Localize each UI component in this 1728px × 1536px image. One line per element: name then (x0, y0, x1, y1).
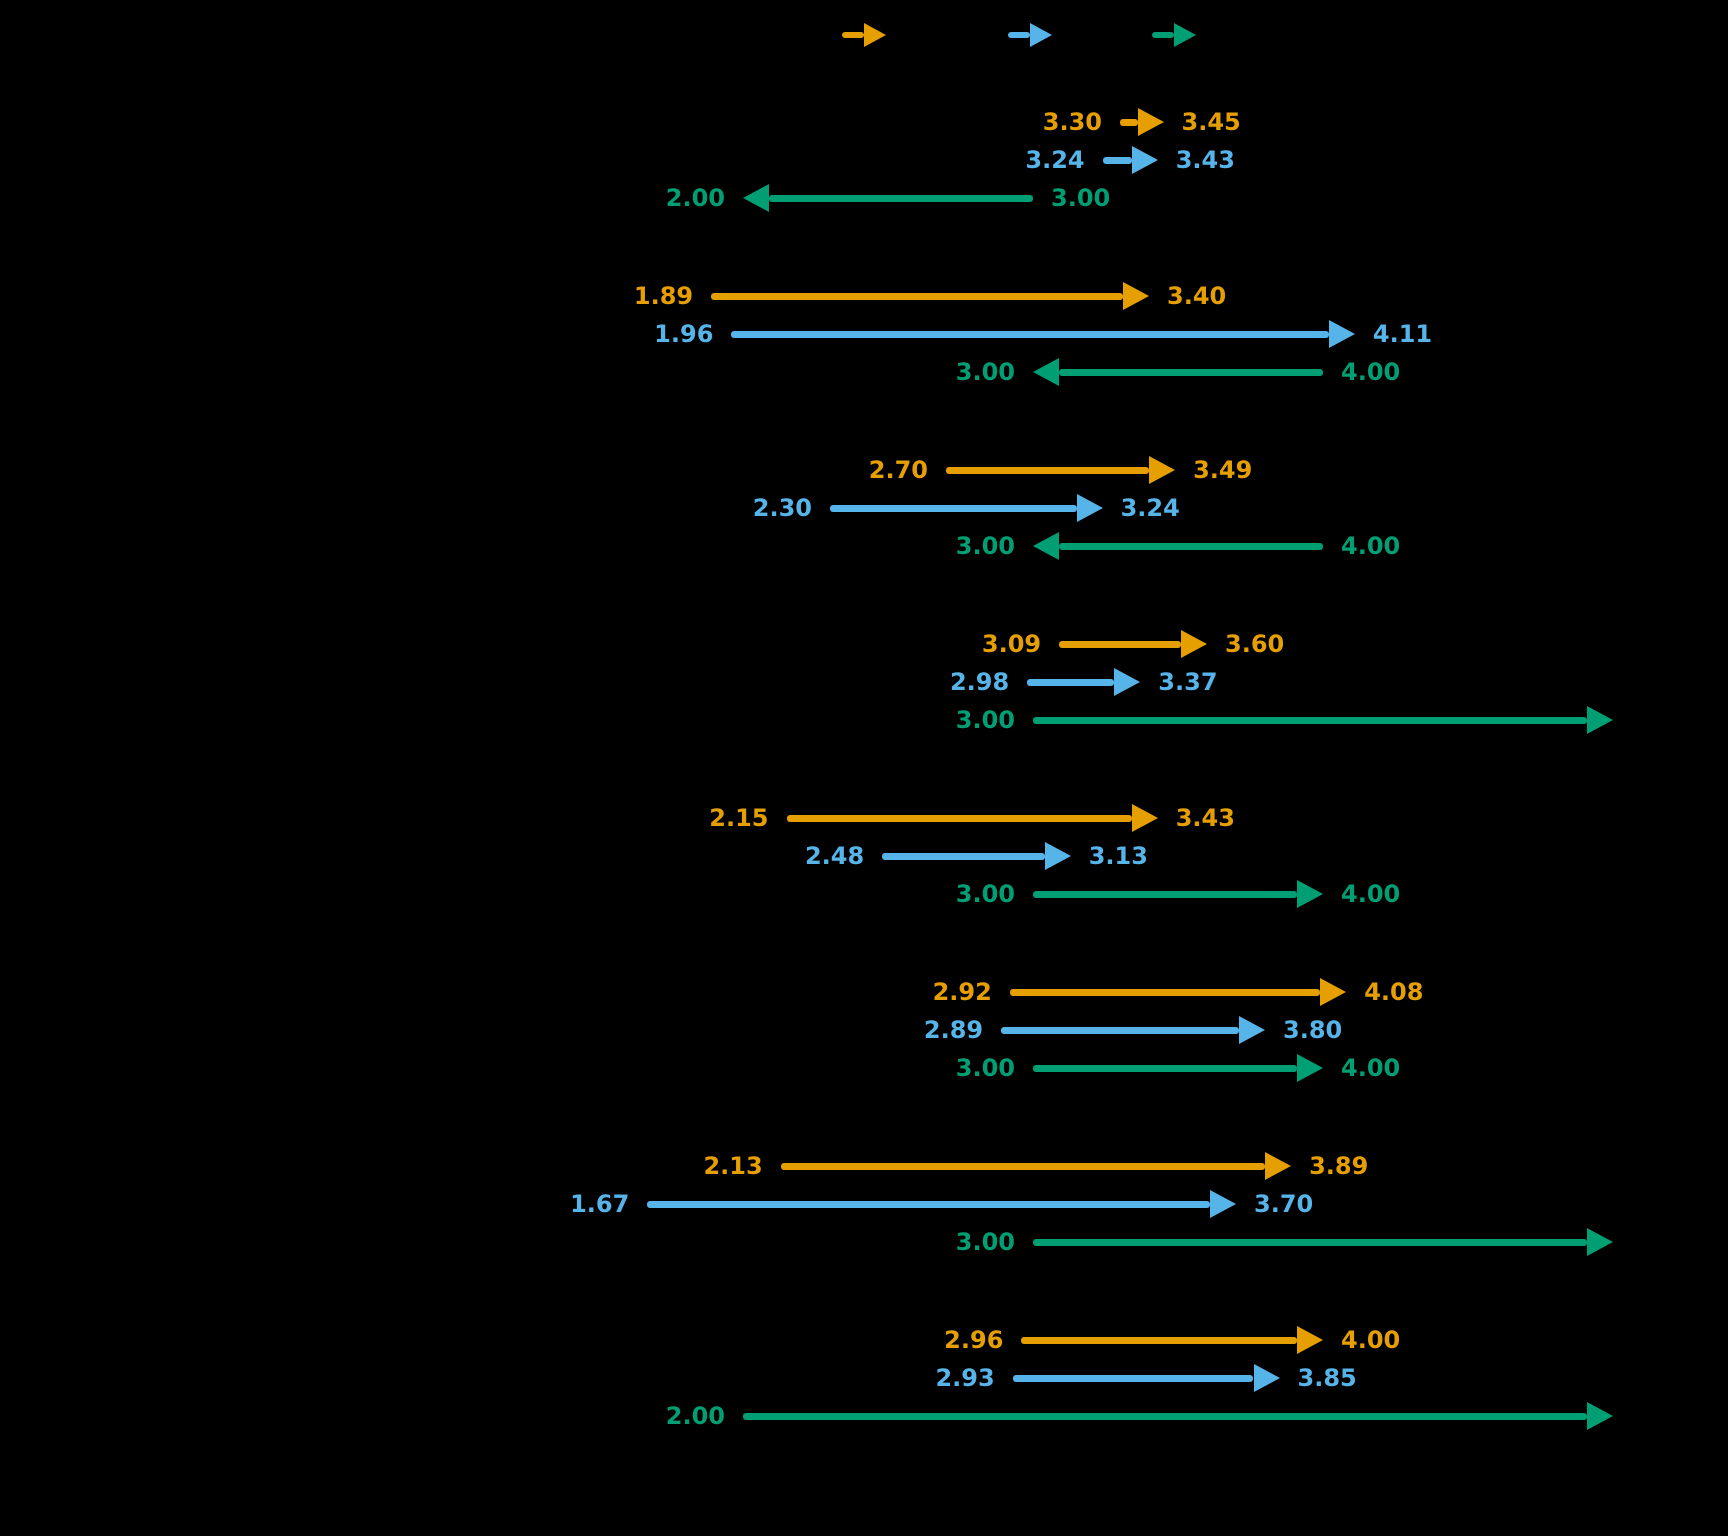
trend-arrow-g6-green-series-end-value-label: 4.00 (1341, 1054, 1401, 1082)
trend-arrow-g3-green-series-end-value-label: 3.00 (955, 532, 1015, 560)
trend-arrow-g8-green-series-head (1587, 1402, 1613, 1430)
trend-arrow-g8-orange-series-end-value-label: 4.00 (1341, 1326, 1401, 1354)
trend-arrow-g8-blue-series-head (1253, 1364, 1280, 1392)
legend-arrow-icon-orange-series-head (864, 23, 886, 47)
trend-arrow-g1-orange-series-start-value-label: 3.30 (1042, 108, 1102, 136)
trend-arrow-g4-blue-series-shaft (1027, 678, 1115, 686)
trend-arrow-g3-orange-series-shaft (946, 466, 1150, 474)
trend-arrow-g2-orange-series-end-value-label: 3.40 (1167, 282, 1227, 310)
trend-arrow-g4-orange-series-start-value-label: 3.09 (981, 630, 1042, 658)
trend-arrow-g5-green-series-end-value-label: 4.00 (1341, 880, 1401, 908)
trend-arrow-g4-green-series-head (1587, 706, 1613, 734)
trend-arrow-g4-blue-series-start-value-label: 2.98 (949, 668, 1010, 696)
trend-arrow-g5-orange-series-end-value-label: 3.43 (1175, 804, 1235, 832)
trend-arrow-g6-green-series-shaft (1033, 1064, 1297, 1072)
trend-arrow-g2-green-series-start-value-label: 4.00 (1341, 358, 1401, 386)
trend-arrow-g7-blue-series-shaft (647, 1200, 1210, 1208)
trend-arrow-g3-green-series-start-value-label: 4.00 (1341, 532, 1401, 560)
trend-arrow-g3-blue-series-shaft (830, 504, 1077, 512)
trend-arrow-g3-blue-series-head (1076, 494, 1103, 522)
trend-arrow-g4-green-series-shaft (1033, 716, 1587, 724)
legend-arrow-icon-blue-series-head (1030, 23, 1052, 47)
trend-arrow-g8-blue-series-end-value-label: 3.85 (1297, 1364, 1357, 1392)
trend-arrow-g8-green-series-start-value-label: 2.00 (665, 1402, 725, 1430)
trend-arrow-g6-blue-series-end-value-label: 3.80 (1283, 1016, 1343, 1044)
trend-arrow-g5-green-series-head (1297, 880, 1323, 908)
trend-arrow-g6-green-series-start-value-label: 3.00 (955, 1054, 1015, 1082)
trend-arrow-g5-orange-series-shaft (786, 814, 1132, 822)
trend-arrow-g1-green-series-start-value-label: 3.00 (1051, 184, 1111, 212)
trend-arrow-g5-blue-series-shaft (882, 852, 1045, 860)
trend-arrow-g7-blue-series-start-value-label: 1.67 (570, 1190, 630, 1218)
trend-arrow-g4-orange-series-head (1181, 630, 1207, 658)
trend-arrow-g1-orange-series-end-value-label: 3.45 (1181, 108, 1241, 136)
trend-arrow-g2-orange-series-start-value-label: 1.89 (633, 282, 694, 310)
trend-arrow-g7-orange-series-shaft (780, 1162, 1266, 1170)
trend-arrow-g2-green-series-head (1033, 358, 1059, 386)
trend-arrow-g5-green-series-shaft (1033, 890, 1297, 898)
trend-arrow-g5-green-series-start-value-label: 3.00 (955, 880, 1015, 908)
trend-arrow-g8-orange-series-start-value-label: 2.96 (944, 1326, 1004, 1354)
trend-arrow-g8-orange-series-head (1297, 1326, 1323, 1354)
trend-arrow-g6-orange-series-end-value-label: 4.08 (1364, 978, 1424, 1006)
trend-arrow-g4-blue-series-head (1114, 668, 1141, 696)
trend-arrow-g6-green-series-head (1297, 1054, 1323, 1082)
trend-arrow-g8-blue-series-shaft (1012, 1374, 1254, 1382)
trend-arrow-g3-blue-series-start-value-label: 2.30 (752, 494, 812, 522)
trend-arrow-g2-blue-series-shaft (731, 330, 1329, 338)
trend-arrow-g2-green-series-end-value-label: 3.00 (955, 358, 1015, 386)
trend-arrow-g6-blue-series-shaft (1001, 1026, 1239, 1034)
trend-arrow-g1-orange-series-shaft (1120, 118, 1138, 126)
trend-arrow-g4-blue-series-end-value-label: 3.37 (1158, 668, 1218, 696)
trend-arrow-g5-orange-series-start-value-label: 2.15 (709, 804, 769, 832)
trend-arrow-g2-orange-series-shaft (711, 292, 1123, 300)
trend-arrow-g2-blue-series-head (1328, 320, 1355, 348)
trend-arrow-g4-orange-series-end-value-label: 3.60 (1225, 630, 1285, 658)
trend-arrow-g6-blue-series-start-value-label: 2.89 (923, 1016, 984, 1044)
legend-arrow-icon-green-series-head (1174, 23, 1196, 47)
trend-arrow-g2-orange-series-head (1123, 282, 1149, 310)
trend-arrow-g7-orange-series-start-value-label: 2.13 (703, 1152, 763, 1180)
trend-arrow-g6-orange-series-shaft (1009, 988, 1321, 996)
trend-arrow-g7-green-series-shaft (1033, 1238, 1587, 1246)
trend-arrow-g3-orange-series-start-value-label: 2.70 (868, 456, 928, 484)
trend-arrow-g5-blue-series-end-value-label: 3.13 (1088, 842, 1148, 870)
legend-arrow-icon-orange-series-shaft (842, 32, 864, 38)
trend-arrow-g6-orange-series-head (1320, 978, 1347, 1006)
trend-arrow-g7-orange-series-head (1265, 1152, 1292, 1180)
trend-arrow-g1-blue-series-start-value-label: 3.24 (1025, 146, 1085, 174)
trend-arrow-g2-blue-series-start-value-label: 1.96 (654, 320, 714, 348)
trend-arrow-g5-blue-series-start-value-label: 2.48 (804, 842, 865, 870)
trend-arrow-g6-orange-series-start-value-label: 2.92 (932, 978, 992, 1006)
trend-arrow-g7-blue-series-head (1210, 1190, 1236, 1218)
legend-arrow-icon-blue-series-shaft (1008, 32, 1030, 38)
trend-arrow-g3-orange-series-head (1149, 456, 1176, 484)
trend-arrow-g6-blue-series-head (1239, 1016, 1265, 1044)
trend-arrow-g4-green-series-start-value-label: 3.00 (955, 706, 1015, 734)
trend-arrow-g1-blue-series-shaft (1102, 156, 1132, 164)
trend-arrow-g1-orange-series-head (1137, 108, 1164, 136)
trend-arrow-g5-blue-series-head (1044, 842, 1071, 870)
trend-arrow-g8-green-series-shaft (743, 1412, 1587, 1420)
trend-arrow-g3-green-series-shaft (1059, 542, 1323, 550)
legend-arrow-icon-green-series-shaft (1152, 32, 1174, 38)
trend-arrow-g8-orange-series-shaft (1021, 1336, 1297, 1344)
trend-arrow-g4-orange-series-shaft (1059, 640, 1181, 648)
trend-arrow-g1-green-series-head (743, 184, 769, 212)
trend-arrow-g5-orange-series-head (1131, 804, 1158, 832)
trend-arrow-g1-blue-series-end-value-label: 3.43 (1175, 146, 1235, 174)
trend-arrow-g2-green-series-shaft (1059, 368, 1323, 376)
trend-arrow-g1-green-series-shaft (769, 194, 1033, 202)
trend-arrow-g3-orange-series-end-value-label: 3.49 (1193, 456, 1253, 484)
trend-arrow-g7-orange-series-end-value-label: 3.89 (1309, 1152, 1369, 1180)
trend-arrow-g2-blue-series-end-value-label: 4.11 (1372, 320, 1433, 348)
trend-arrow-g3-green-series-head (1033, 532, 1059, 560)
trend-arrow-g3-blue-series-end-value-label: 3.24 (1120, 494, 1180, 522)
trend-arrow-g8-blue-series-start-value-label: 2.93 (935, 1364, 995, 1392)
trend-arrow-g7-green-series-start-value-label: 3.00 (955, 1228, 1015, 1256)
trend-arrow-g7-green-series-head (1587, 1228, 1613, 1256)
trend-arrow-g1-green-series-end-value-label: 2.00 (665, 184, 725, 212)
trend-arrow-g7-blue-series-end-value-label: 3.70 (1254, 1190, 1314, 1218)
trend-arrow-g1-blue-series-head (1131, 146, 1158, 174)
